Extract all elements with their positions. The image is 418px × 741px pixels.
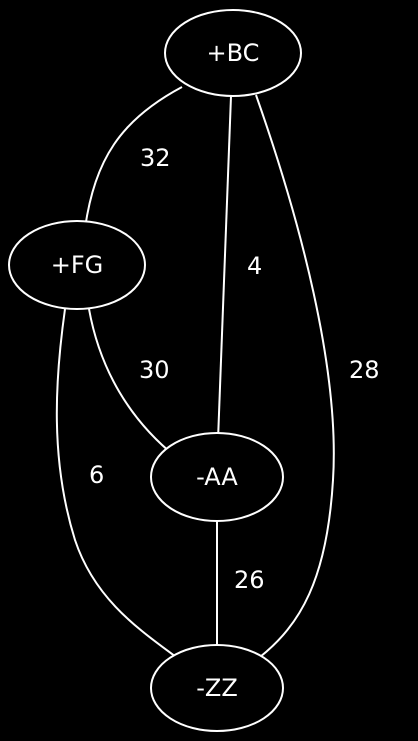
node-bc: +BC [164, 9, 302, 97]
node-fg: +FG [8, 220, 146, 310]
edge-label-fg-aa: 30 [139, 356, 170, 384]
edge-label-fg-zz: 6 [89, 461, 104, 489]
edge-fg-zz [55, 308, 177, 658]
node-label-aa: -AA [196, 463, 238, 491]
node-aa: -AA [150, 432, 284, 522]
node-label-bc: +BC [207, 39, 260, 67]
node-label-zz: -ZZ [196, 674, 238, 702]
edge-label-bc-aa: 4 [247, 252, 262, 280]
edge-bc-aa [217, 95, 232, 441]
edge-bc-fg [84, 86, 183, 229]
node-label-fg: +FG [51, 251, 104, 279]
edge-label-aa-zz: 26 [234, 566, 265, 594]
edge-bc-zz [255, 94, 335, 658]
node-zz: -ZZ [150, 644, 284, 732]
edge-fg-aa [88, 308, 177, 458]
edge-label-bc-zz: 28 [349, 356, 380, 384]
edge-label-bc-fg: 32 [140, 144, 171, 172]
